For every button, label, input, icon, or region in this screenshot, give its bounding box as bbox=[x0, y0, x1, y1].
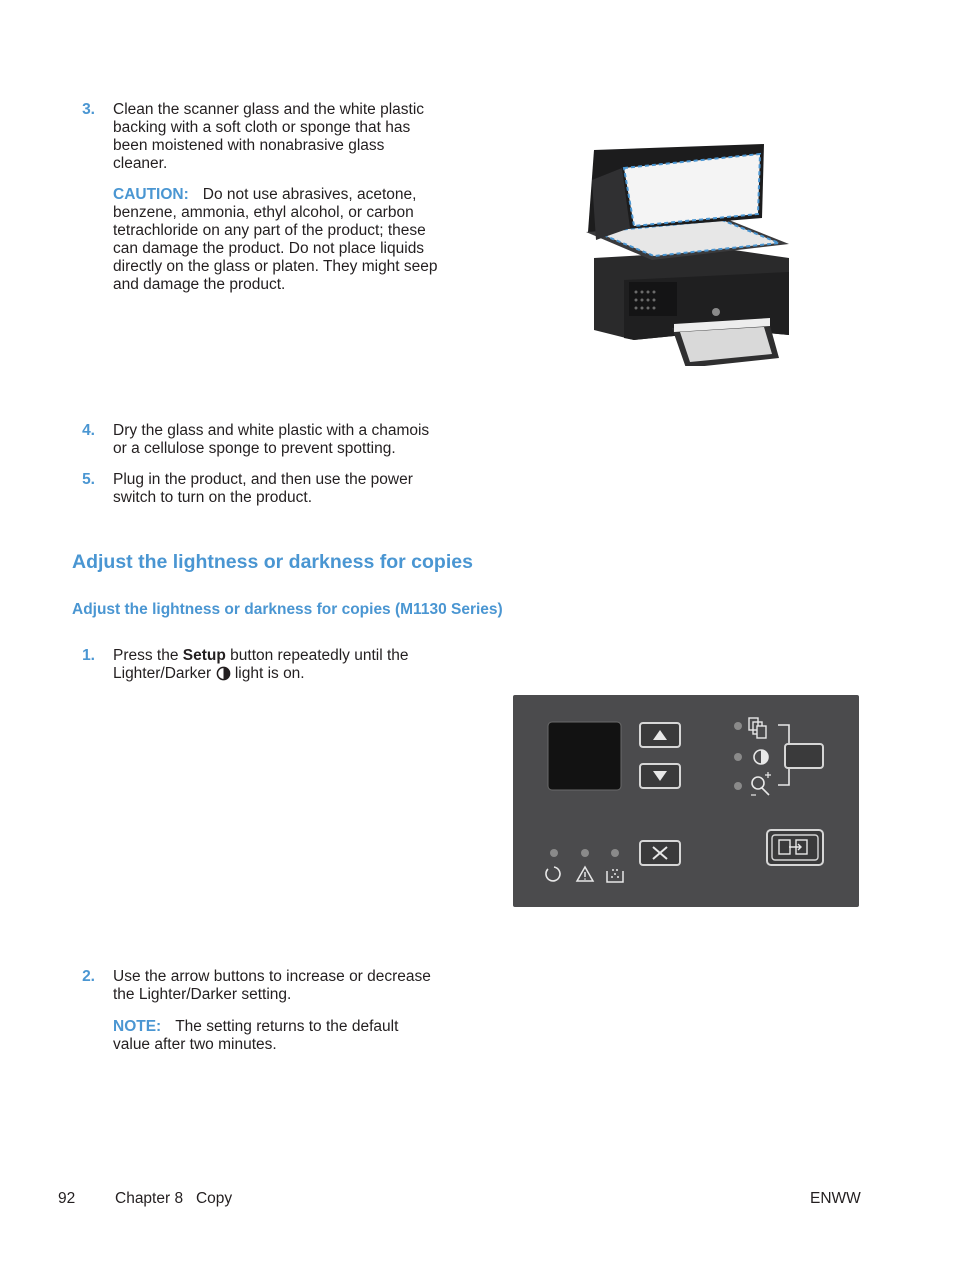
step-1-line2-post: light is on. bbox=[230, 665, 305, 682]
step-5-line: Plug in the product, and then use the po… bbox=[113, 471, 413, 488]
caution-label: CAUTION: bbox=[113, 186, 189, 203]
led bbox=[734, 753, 742, 761]
step-4-line: Dry the glass and white plastic with a c… bbox=[113, 422, 430, 439]
step-4-text: Dry the glass and white plastic with a c… bbox=[113, 422, 448, 458]
caution-line: Do not use abrasives, acetone, bbox=[202, 186, 417, 203]
lcd-display bbox=[547, 721, 622, 791]
caution-line: can damage the product. Do not place liq… bbox=[113, 240, 425, 257]
step-2-line: the Lighter/Darker setting. bbox=[113, 986, 292, 1003]
note-label: NOTE: bbox=[113, 1018, 162, 1035]
subsection-heading: Adjust the lightness or darkness for cop… bbox=[72, 601, 503, 618]
caution-block: CAUTION: Do not use abrasives, acetone, b… bbox=[113, 186, 458, 294]
note-line: The setting returns to the default bbox=[175, 1018, 399, 1035]
footer-enww: ENWW bbox=[810, 1190, 861, 1207]
led bbox=[611, 849, 619, 857]
caution-line: and damage the product. bbox=[113, 276, 286, 293]
step-3-line: Clean the scanner glass and the white pl… bbox=[113, 101, 425, 118]
control-panel-drawing bbox=[545, 717, 824, 883]
ready-icon bbox=[545, 866, 561, 882]
control-panel-image bbox=[513, 695, 859, 907]
reduce-enlarge-icon bbox=[751, 772, 771, 796]
setup-button bbox=[784, 743, 824, 769]
step-5-line: switch to turn on the product. bbox=[113, 489, 313, 506]
step-2-line: Use the arrow buttons to increase or dec… bbox=[113, 968, 431, 985]
note-line: value after two minutes. bbox=[113, 1036, 277, 1053]
caution-line: directly on the glass or platen. They mi… bbox=[113, 258, 438, 275]
setup-button-name: Setup bbox=[182, 647, 226, 664]
step-3-line: cleaner. bbox=[113, 155, 168, 172]
step-3-number: 3. bbox=[82, 101, 95, 118]
note-block: NOTE:The setting returns to the default … bbox=[113, 1018, 433, 1054]
step-1-number: 1. bbox=[82, 647, 95, 664]
led bbox=[734, 722, 742, 730]
step-3-text: Clean the scanner glass and the white pl… bbox=[113, 101, 448, 173]
step-2-text: Use the arrow buttons to increase or dec… bbox=[113, 968, 448, 1004]
step-5-text: Plug in the product, and then use the po… bbox=[113, 471, 448, 507]
lighter-darker-icon bbox=[216, 666, 230, 681]
step-1-text-post: button repeatedly until the bbox=[225, 647, 409, 664]
step-5-number: 5. bbox=[82, 471, 95, 488]
attention-icon bbox=[575, 865, 595, 882]
start-copy-icon bbox=[766, 829, 824, 866]
led bbox=[734, 782, 742, 790]
page-number: 92 bbox=[58, 1190, 76, 1207]
chapter-label: Chapter 8 Copy bbox=[115, 1190, 233, 1207]
toner-icon bbox=[606, 869, 624, 883]
led bbox=[550, 849, 558, 857]
up-arrow-icon bbox=[639, 722, 681, 748]
down-arrow-icon bbox=[639, 763, 681, 789]
printer-scanner-open-image bbox=[586, 144, 789, 366]
caution-line: tetrachloride on any part of the product… bbox=[113, 222, 426, 239]
lighter-darker-icon bbox=[753, 749, 769, 765]
step-4-line: or a cellulose sponge to prevent spottin… bbox=[113, 440, 396, 457]
step-2-number: 2. bbox=[82, 968, 95, 985]
led bbox=[581, 849, 589, 857]
step-1-line2-pre: Lighter/Darker bbox=[113, 665, 216, 682]
copies-icon bbox=[748, 717, 767, 739]
section-heading: Adjust the lightness or darkness for cop… bbox=[72, 551, 473, 573]
step-4-number: 4. bbox=[82, 422, 95, 439]
step-3-line: backing with a soft cloth or sponge that… bbox=[113, 119, 411, 136]
caution-line: benzene, ammonia, ethyl alcohol, or carb… bbox=[113, 204, 414, 221]
step-1-text-pre: Press the bbox=[113, 647, 183, 664]
step-3-line: been moistened with nonabrasive glass bbox=[113, 137, 385, 154]
cancel-x-icon bbox=[639, 840, 681, 866]
step-1-text: Press the Setup button repeatedly until … bbox=[113, 647, 448, 683]
